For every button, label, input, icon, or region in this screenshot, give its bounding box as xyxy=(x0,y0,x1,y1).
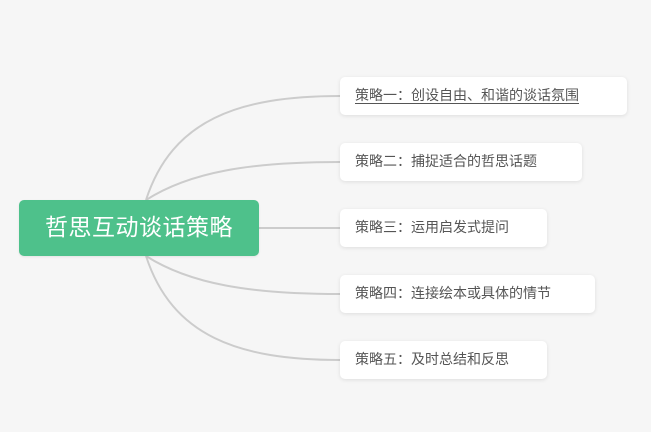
topic-label: 策略一：创设自由、和谐的谈话氛围 xyxy=(355,88,579,104)
topic-node-strategy-4[interactable]: 策略四：连接绘本或具体的情节 xyxy=(340,275,595,313)
topic-node-strategy-1[interactable]: 策略一：创设自由、和谐的谈话氛围 xyxy=(340,77,627,115)
topic-node-strategy-5[interactable]: 策略五：及时总结和反思 xyxy=(340,341,547,379)
topic-label: 策略五：及时总结和反思 xyxy=(355,352,509,368)
topic-label: 策略四：连接绘本或具体的情节 xyxy=(355,286,551,302)
connector-strategy-2 xyxy=(145,161,341,201)
root-topic-node[interactable]: 哲思互动谈话策略 xyxy=(19,200,259,256)
topic-node-strategy-3[interactable]: 策略三：运用启发式提问 xyxy=(340,209,547,247)
connector-strategy-1 xyxy=(145,95,341,201)
topic-node-strategy-2[interactable]: 策略二：捕捉适合的哲思话题 xyxy=(340,143,582,181)
connector-strategy-5 xyxy=(145,255,341,361)
topic-label: 策略二：捕捉适合的哲思话题 xyxy=(355,154,537,170)
topic-label: 策略三：运用启发式提问 xyxy=(355,220,509,236)
connector-strategy-4 xyxy=(145,255,341,295)
